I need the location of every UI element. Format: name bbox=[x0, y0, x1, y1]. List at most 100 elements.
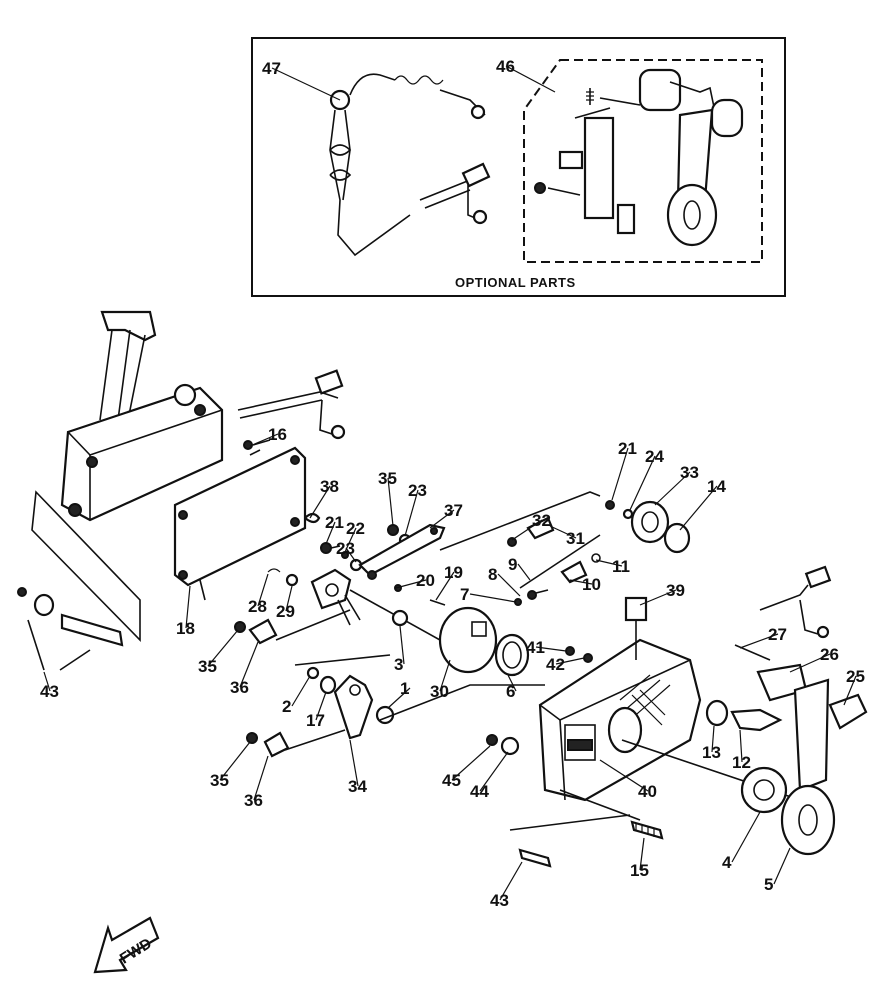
callout-leader-21 bbox=[611, 447, 629, 501]
lanyard-cord-part-47 bbox=[329, 73, 491, 257]
callout-leader-23 bbox=[404, 489, 419, 537]
callout-leader-33 bbox=[654, 471, 691, 506]
callout-28: 28 bbox=[248, 597, 267, 616]
callout-leader-11 bbox=[595, 559, 623, 567]
callout-36: 36 bbox=[244, 791, 263, 810]
callout-21: 21 bbox=[325, 513, 344, 532]
main-housing-part-40 bbox=[538, 596, 801, 802]
callout-leader-20 bbox=[395, 579, 427, 589]
callout-leader-17 bbox=[315, 691, 327, 721]
callout-20: 20 bbox=[416, 571, 435, 590]
callout-35: 35 bbox=[210, 771, 229, 790]
optional-parts-caption: OPTIONAL PARTS bbox=[455, 275, 576, 290]
callout-leader-42 bbox=[555, 657, 585, 665]
callout-8: 8 bbox=[488, 565, 497, 584]
callout-leader-2 bbox=[291, 675, 311, 707]
callout-leader-35 bbox=[207, 629, 239, 667]
callout-leader-43 bbox=[43, 671, 51, 692]
callout-42: 42 bbox=[546, 655, 565, 674]
callout-leader-26 bbox=[789, 653, 831, 673]
callout-45: 45 bbox=[442, 771, 461, 790]
callout-11: 11 bbox=[612, 557, 630, 576]
callout-18: 18 bbox=[176, 619, 195, 638]
callout-leader-18 bbox=[185, 585, 191, 629]
forward-direction-arrow: FWD bbox=[93, 916, 160, 974]
callout-leader-41 bbox=[535, 646, 567, 652]
callout-6: 6 bbox=[506, 682, 515, 701]
callout-leader-47 bbox=[271, 67, 341, 101]
callout-1: 1 bbox=[400, 679, 409, 698]
callout-leader-5 bbox=[773, 847, 791, 885]
callout-23: 23 bbox=[336, 539, 355, 558]
callout-2: 2 bbox=[282, 697, 291, 716]
callout-37: 37 bbox=[444, 501, 463, 520]
callout-40: 40 bbox=[638, 782, 657, 801]
callout-34: 34 bbox=[348, 777, 367, 796]
callout-43: 43 bbox=[40, 682, 59, 701]
lower-left-parts bbox=[246, 654, 545, 758]
callout-4: 4 bbox=[722, 853, 732, 872]
callout-leader-13 bbox=[711, 725, 715, 753]
callout-leader-19 bbox=[435, 571, 455, 601]
callout-leader-3 bbox=[399, 625, 405, 665]
callout-25: 25 bbox=[846, 667, 865, 686]
callout-12: 12 bbox=[732, 753, 751, 772]
callout-39: 39 bbox=[666, 581, 685, 600]
callout-leader-43 bbox=[499, 861, 523, 901]
callout-leader-46 bbox=[505, 65, 556, 93]
callout-19: 19 bbox=[444, 563, 463, 582]
callout-leader-34 bbox=[349, 739, 359, 787]
callout-leader-21 bbox=[325, 521, 336, 545]
callout-32: 32 bbox=[532, 511, 551, 530]
callout-23: 23 bbox=[408, 481, 427, 500]
callout-leader-24 bbox=[629, 455, 656, 511]
callout-31: 31 bbox=[566, 529, 585, 548]
callout-16: 16 bbox=[268, 425, 287, 444]
callout-leader-36 bbox=[253, 755, 269, 801]
callout-leader-36 bbox=[239, 641, 259, 688]
callout-leader-7 bbox=[469, 593, 517, 603]
callout-36: 36 bbox=[230, 678, 249, 697]
middle-components bbox=[391, 516, 601, 677]
callout-24: 24 bbox=[645, 447, 664, 466]
callout-10: 10 bbox=[582, 575, 601, 594]
callout-33: 33 bbox=[680, 463, 699, 482]
callout-leader-16 bbox=[249, 433, 279, 447]
callout-leader-14 bbox=[679, 485, 718, 531]
callout-leader-32 bbox=[511, 519, 543, 541]
callout-leader-35 bbox=[387, 477, 394, 527]
callout-44: 44 bbox=[470, 782, 489, 801]
callout-leader-44 bbox=[479, 751, 509, 792]
callout-leader-30 bbox=[439, 659, 451, 692]
callout-15: 15 bbox=[630, 861, 649, 880]
callout-29: 29 bbox=[276, 602, 295, 621]
callout-leader-39 bbox=[639, 589, 677, 606]
callout-27: 27 bbox=[768, 625, 787, 644]
callout-leader-27 bbox=[739, 633, 779, 649]
optional-parts-box: OPTIONAL PARTS bbox=[251, 37, 786, 297]
callout-leader-4 bbox=[731, 811, 761, 863]
callout-13: 13 bbox=[702, 743, 721, 762]
callout-41: 41 bbox=[526, 638, 545, 657]
callout-leader-31 bbox=[549, 525, 577, 539]
callout-leader-35 bbox=[219, 741, 251, 781]
callout-leader-28 bbox=[257, 573, 269, 607]
remote-control-box-assembly bbox=[31, 310, 346, 642]
callout-leader-12 bbox=[739, 729, 743, 763]
callout-46: 46 bbox=[496, 57, 515, 76]
callout-leader-15 bbox=[639, 837, 645, 871]
callout-22: 22 bbox=[346, 519, 365, 538]
tiller-handle-parts bbox=[705, 565, 868, 856]
callout-leader-8 bbox=[497, 573, 521, 597]
callout-leader-37 bbox=[429, 509, 455, 529]
callout-35: 35 bbox=[198, 657, 217, 676]
cover-plate-part-18 bbox=[173, 446, 307, 601]
handle-kit-part-46 bbox=[523, 59, 763, 263]
callout-leader-40 bbox=[599, 759, 649, 792]
callout-leader-25 bbox=[843, 675, 857, 706]
callout-5: 5 bbox=[764, 875, 773, 894]
callout-14: 14 bbox=[707, 477, 726, 496]
callout-leader-9 bbox=[517, 563, 531, 581]
